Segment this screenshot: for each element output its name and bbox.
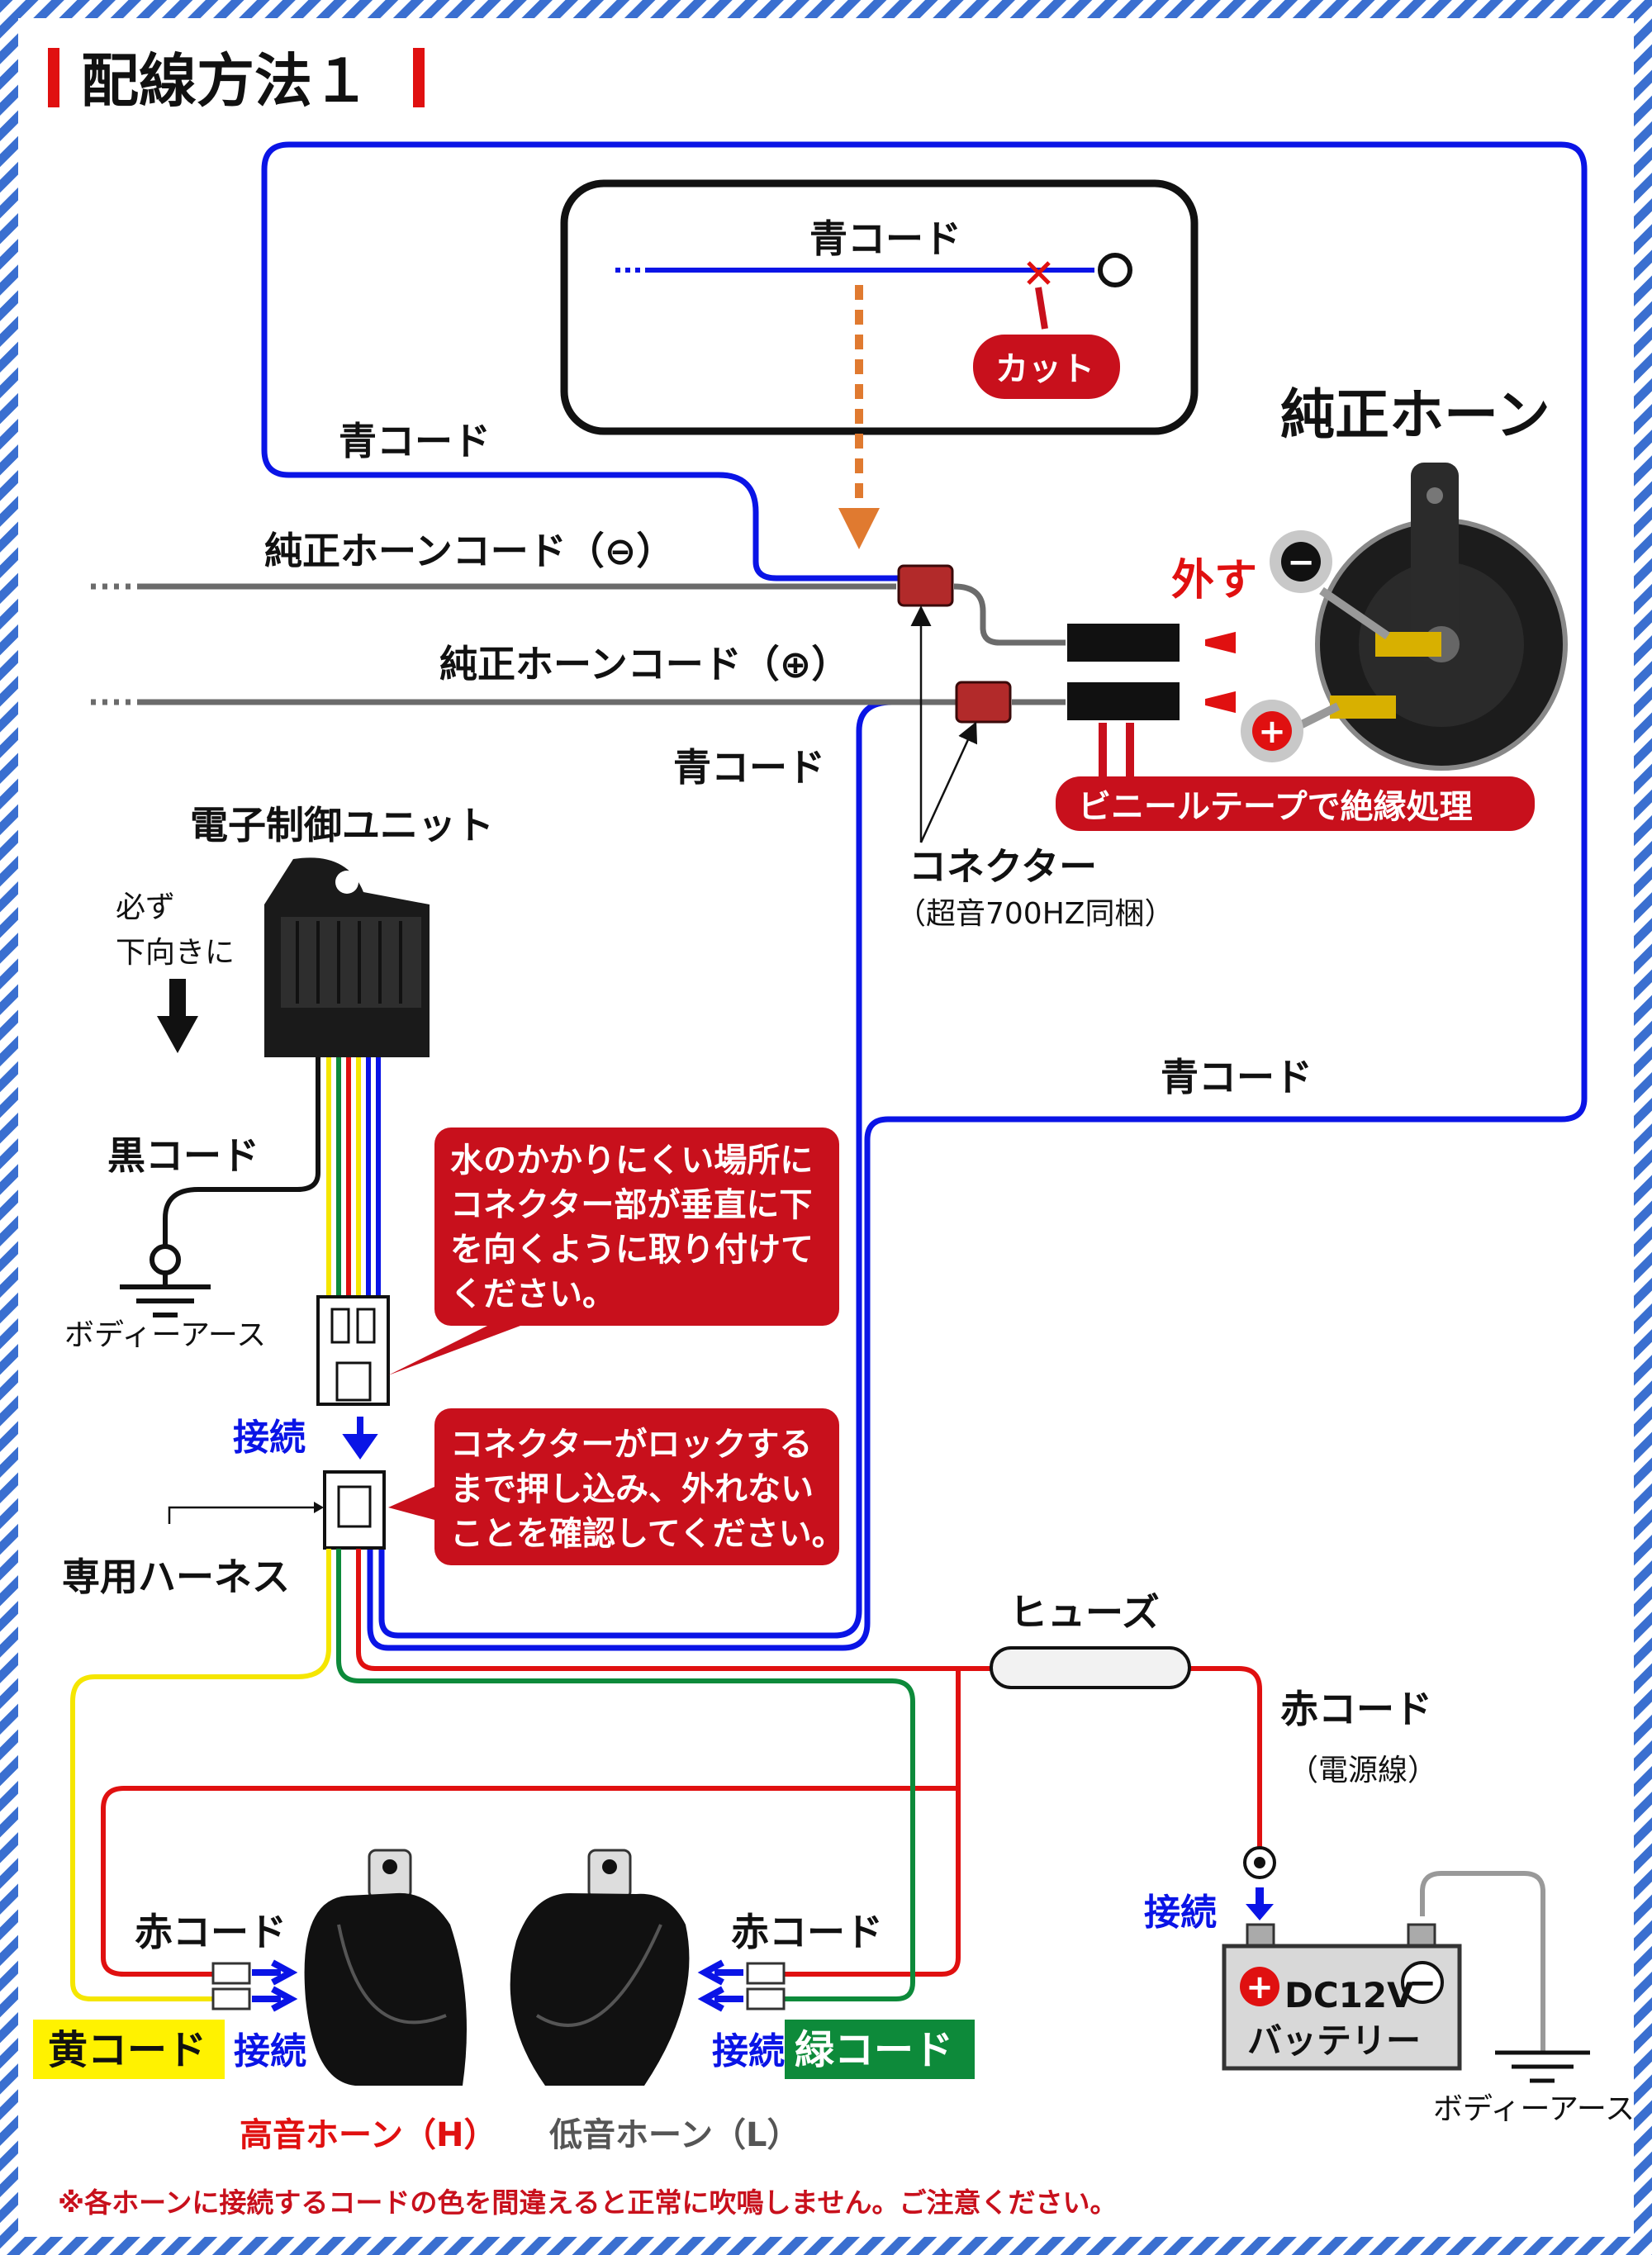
cut-mark-icon <box>1027 261 1051 285</box>
svg-text:+: + <box>1246 1968 1274 2006</box>
connector-minus <box>897 564 954 607</box>
callout-lock: コネクターがロックする まで押し込み、外れない ことを確認してください。 <box>388 1408 845 1565</box>
cut-inset: 青コード カット <box>560 179 1199 549</box>
remove-label: 外す <box>1171 556 1257 605</box>
connect-arrow-icon <box>342 1417 378 1460</box>
page-title: 配線方法１ <box>48 47 425 115</box>
horn-minus-icon: − <box>1287 544 1315 582</box>
horn-plus-icon: + <box>1258 713 1286 751</box>
connector-label: コネクター <box>909 844 1097 889</box>
body-ground-label-right: ボディーアース <box>1433 2092 1635 2126</box>
connect-label-high: 接続 <box>234 2030 306 2072</box>
battery-name: バッテリー <box>1247 2020 1421 2061</box>
blue-cord-label-mid: 青コード <box>673 745 825 790</box>
harness-label: 専用ハーネス <box>62 1555 290 1599</box>
blue-cord-label-top: 青コード <box>339 419 491 463</box>
orientation-label-1: 必ず <box>116 890 175 924</box>
low-horn-label: 低音ホーン（L） <box>549 2116 800 2154</box>
blue-cord-label-right: 青コード <box>1161 1055 1313 1099</box>
connector-plus <box>955 681 1012 724</box>
ecu: 電子制御ユニット 必ず 下向きに <box>116 803 494 1057</box>
terminal-ring-icon <box>1098 253 1132 287</box>
red-cord-label-power: 赤コード <box>1280 1687 1432 1731</box>
blue-cord-loop <box>261 141 1588 1651</box>
factory-horn-cords: 純正ホーンコード（⊖） 純正ホーンコード（⊕） ビニールテープで絶縁処理 コネク… <box>91 529 1535 931</box>
insulated-end-minus <box>1067 624 1180 662</box>
callout-water: 水のかかりにくい場所に コネクター部が垂直に下 を向くように取り付けて ください… <box>388 1128 839 1375</box>
orientation-label-2: 下向きに <box>116 936 235 970</box>
callout-water-line-1: 水のかかりにくい場所に <box>450 1142 813 1180</box>
fuse-label: ヒューズ <box>1009 1590 1160 1635</box>
ecu-title: 電子制御ユニット <box>190 803 494 847</box>
inset-blue-cord-label: 青コード <box>809 216 961 261</box>
lower-wires <box>70 1549 1545 2053</box>
red-cord-label-high: 赤コード <box>135 1910 287 1954</box>
battery: 接続 + − DC12V バッテリー <box>1144 1846 1462 2071</box>
yellow-cord-label: 黄コード <box>48 2027 206 2073</box>
connect-label-ecu: 接続 <box>233 1417 306 1459</box>
callout-lock-line-2: まで押し込み、外れない <box>450 1470 814 1508</box>
green-cord-label: 緑コード <box>795 2027 953 2073</box>
battery-voltage: DC12V <box>1284 1975 1414 2015</box>
insulated-end-plus <box>1067 682 1180 720</box>
ground-symbol-left <box>120 1244 211 1317</box>
callout-water-line-4: ください。 <box>450 1275 615 1313</box>
low-horn <box>510 1849 786 2086</box>
ground-symbol-right <box>1495 2050 1590 2083</box>
factory-cord-minus-label: 純正ホーンコード（⊖） <box>264 529 674 573</box>
high-horn <box>211 1849 467 2086</box>
ecu-wires <box>163 1057 381 1297</box>
connect-label-battery: 接続 <box>1144 1892 1217 1934</box>
callout-water-line-2: コネクター部が垂直に下 <box>450 1186 812 1224</box>
ecu-connector <box>316 1295 390 1406</box>
callout-lock-line-3: ことを確認してください。 <box>450 1515 845 1553</box>
factory-horn-title: 純正ホーン <box>1280 383 1550 447</box>
page-title-text: 配線方法１ <box>81 47 370 115</box>
callout-water-line-3: を向くように取り付けて <box>450 1231 814 1269</box>
svg-text:−: − <box>1408 1964 1436 2002</box>
black-cord-label: 黒コード <box>107 1133 259 1178</box>
down-arrow-icon <box>157 979 198 1053</box>
dashed-arrow-icon <box>838 508 880 549</box>
callout-lock-line-1: コネクターがロックする <box>450 1426 812 1464</box>
footnote: ※各ホーンに接続するコードの色を間違えると正常に吹鳴しません。ご注意ください。 <box>58 2186 1117 2219</box>
high-horn-label: 高音ホーン（H） <box>240 2116 496 2154</box>
blue-cord-lower <box>378 699 971 1639</box>
red-cord-label-low: 赤コード <box>731 1910 883 1954</box>
body-ground-label-left: ボディーアース <box>64 1318 266 1352</box>
vinyl-tape-label: ビニールテープで絶縁処理 <box>1078 788 1473 826</box>
connector-note: （超音700HZ同梱） <box>896 897 1174 931</box>
factory-cord-plus-label: 純正ホーンコード（⊕） <box>439 642 849 686</box>
factory-horn: 純正ホーン − + 外す <box>1171 383 1568 771</box>
cut-label: カット <box>995 350 1094 388</box>
harness-connector <box>323 1470 386 1550</box>
fuse: ヒューズ <box>990 1590 1191 1689</box>
connect-label-low: 接続 <box>712 2030 785 2072</box>
power-line-label: （電源線） <box>1289 1754 1437 1787</box>
